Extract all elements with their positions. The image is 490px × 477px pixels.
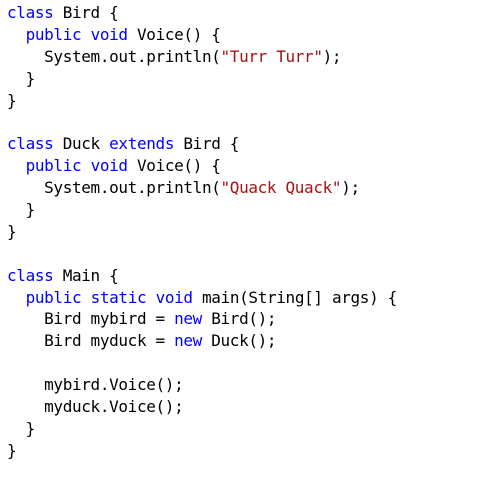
code-line: public void Voice() { — [7, 24, 487, 46]
code-text-token: Bird(); — [201, 309, 277, 329]
keyword-token: extends — [109, 134, 175, 154]
keyword-token: class — [7, 134, 54, 154]
code-line: class Duck extends Bird { — [7, 133, 487, 155]
code-view: class Bird { public void Voice() { Syste… — [7, 2, 487, 462]
code-line: } — [7, 440, 487, 462]
string-literal-token: "Turr Turr" — [220, 46, 323, 66]
code-line — [7, 352, 487, 374]
code-text-token: ); — [341, 178, 360, 198]
code-line: public static void main(String[] args) { — [7, 287, 487, 309]
keyword-token: class — [7, 3, 54, 22]
code-line: Bird mybird = new Bird(); — [7, 308, 487, 330]
string-literal-token: "Quack Quack" — [220, 178, 342, 198]
code-text-token: Duck — [53, 134, 110, 154]
code-line: } — [7, 68, 487, 90]
code-line: class Bird { — [7, 2, 487, 24]
code-text-token: } — [7, 68, 36, 88]
code-line: mybird.Voice(); — [7, 374, 487, 396]
code-line: System.out.println("Quack Quack"); — [7, 177, 487, 199]
code-text-token: Voice() { — [127, 156, 221, 176]
keyword-token: new — [174, 331, 202, 351]
code-text-token: Bird myduck = — [7, 331, 175, 351]
code-text-token: } — [7, 440, 17, 460]
code-text-token: } — [7, 418, 36, 438]
keyword-token: void — [90, 24, 128, 44]
keyword-token: static — [90, 287, 147, 307]
keyword-token: void — [90, 156, 128, 176]
keyword-token: public — [25, 24, 82, 44]
code-line: Bird myduck = new Duck(); — [7, 330, 487, 352]
keyword-token: void — [155, 287, 193, 307]
code-text-token — [7, 288, 26, 307]
code-line: myduck.Voice(); — [7, 396, 487, 418]
code-line: class Main { — [7, 265, 487, 287]
code-text-token — [81, 25, 90, 44]
code-text-token: myduck.Voice(); — [7, 397, 184, 417]
keyword-token: public — [25, 287, 82, 307]
keyword-token: public — [25, 156, 82, 176]
code-line — [7, 243, 487, 265]
code-text-token: Voice() { — [127, 24, 221, 44]
code-line: System.out.println("Turr Turr"); — [7, 46, 487, 68]
code-text-token — [7, 25, 26, 44]
code-text-token — [81, 156, 90, 175]
code-line: } — [7, 199, 487, 221]
code-text-token — [7, 156, 26, 175]
code-line: public void Voice() { — [7, 155, 487, 177]
code-text-token — [81, 288, 90, 307]
code-line — [7, 111, 487, 133]
code-line: } — [7, 90, 487, 112]
code-text-token: } — [7, 200, 36, 220]
code-text-token: System.out.println( — [7, 46, 221, 66]
code-text-token: Bird { — [53, 3, 119, 22]
code-line: } — [7, 418, 487, 440]
code-line: } — [7, 221, 487, 243]
code-text-token: Bird { — [174, 134, 240, 154]
keyword-token: new — [174, 309, 202, 329]
code-text-token: mybird.Voice(); — [7, 375, 184, 395]
code-text-token: Duck(); — [201, 331, 277, 351]
keyword-token: class — [7, 265, 54, 285]
code-text-token: } — [7, 90, 17, 110]
code-text-token: Bird mybird = — [7, 309, 175, 329]
code-text-token: System.out.println( — [7, 178, 221, 198]
code-text-token: main(String[] args) { — [192, 287, 397, 307]
code-text-token: ); — [322, 46, 342, 66]
code-text-token: } — [7, 221, 17, 241]
code-text-token: Main { — [53, 265, 119, 285]
code-text-token — [146, 288, 155, 307]
